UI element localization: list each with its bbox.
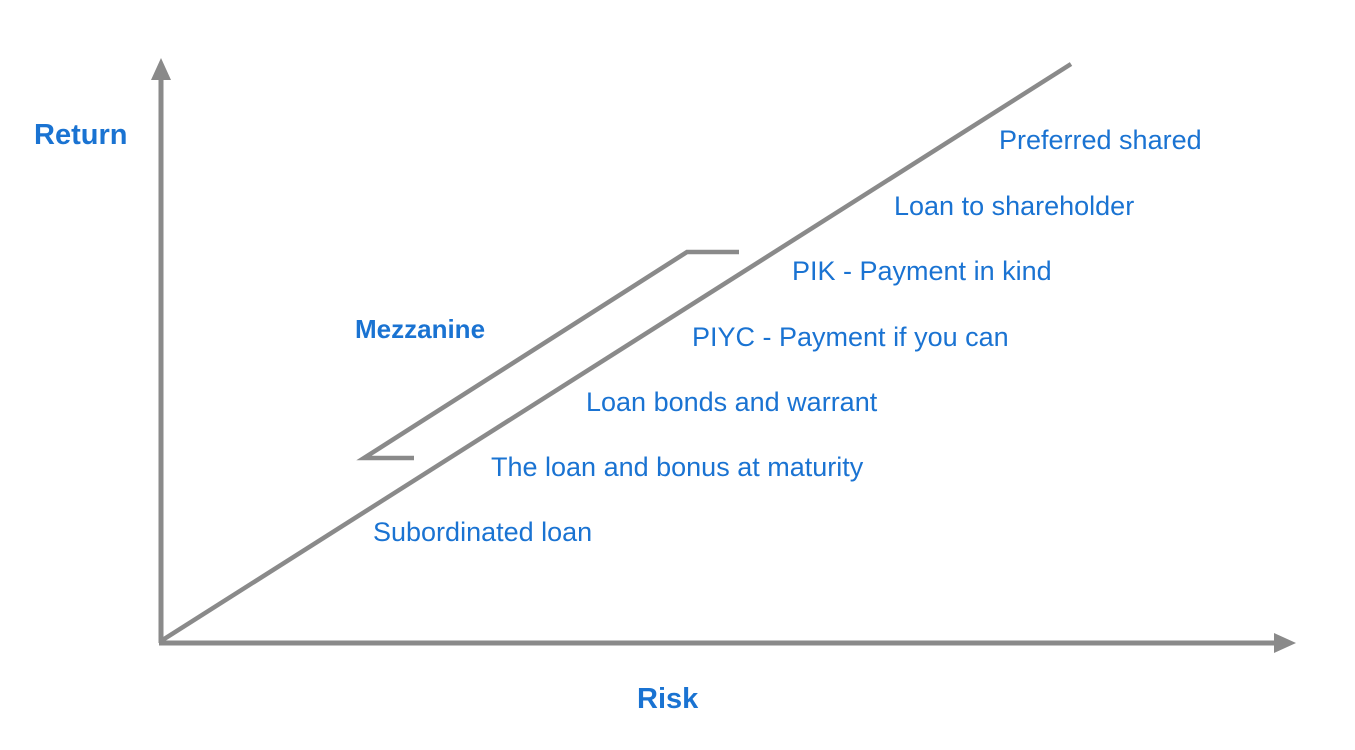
item-label-loan-bonus-maturity: The loan and bonus at maturity [491,452,864,482]
item-label-pik: PIK - Payment in kind [792,256,1052,286]
x-axis-label: Risk [637,683,699,715]
item-label-piyc: PIYC - Payment if you can [692,322,1009,352]
y-axis-label: Return [34,119,128,151]
item-label-subordinated-loan: Subordinated loan [373,517,593,547]
y-axis-arrow-icon [151,58,171,80]
item-label-preferred-shared: Preferred shared [999,125,1202,155]
mezzanine-bracket [356,249,739,461]
mezzanine-label: Mezzanine [355,314,486,344]
risk-return-diagonal [159,62,1073,643]
x-axis-arrow-icon [1274,633,1296,653]
item-label-loan-to-shareholder: Loan to shareholder [894,191,1135,221]
item-label-loan-bonds-warrant: Loan bonds and warrant [586,387,878,417]
